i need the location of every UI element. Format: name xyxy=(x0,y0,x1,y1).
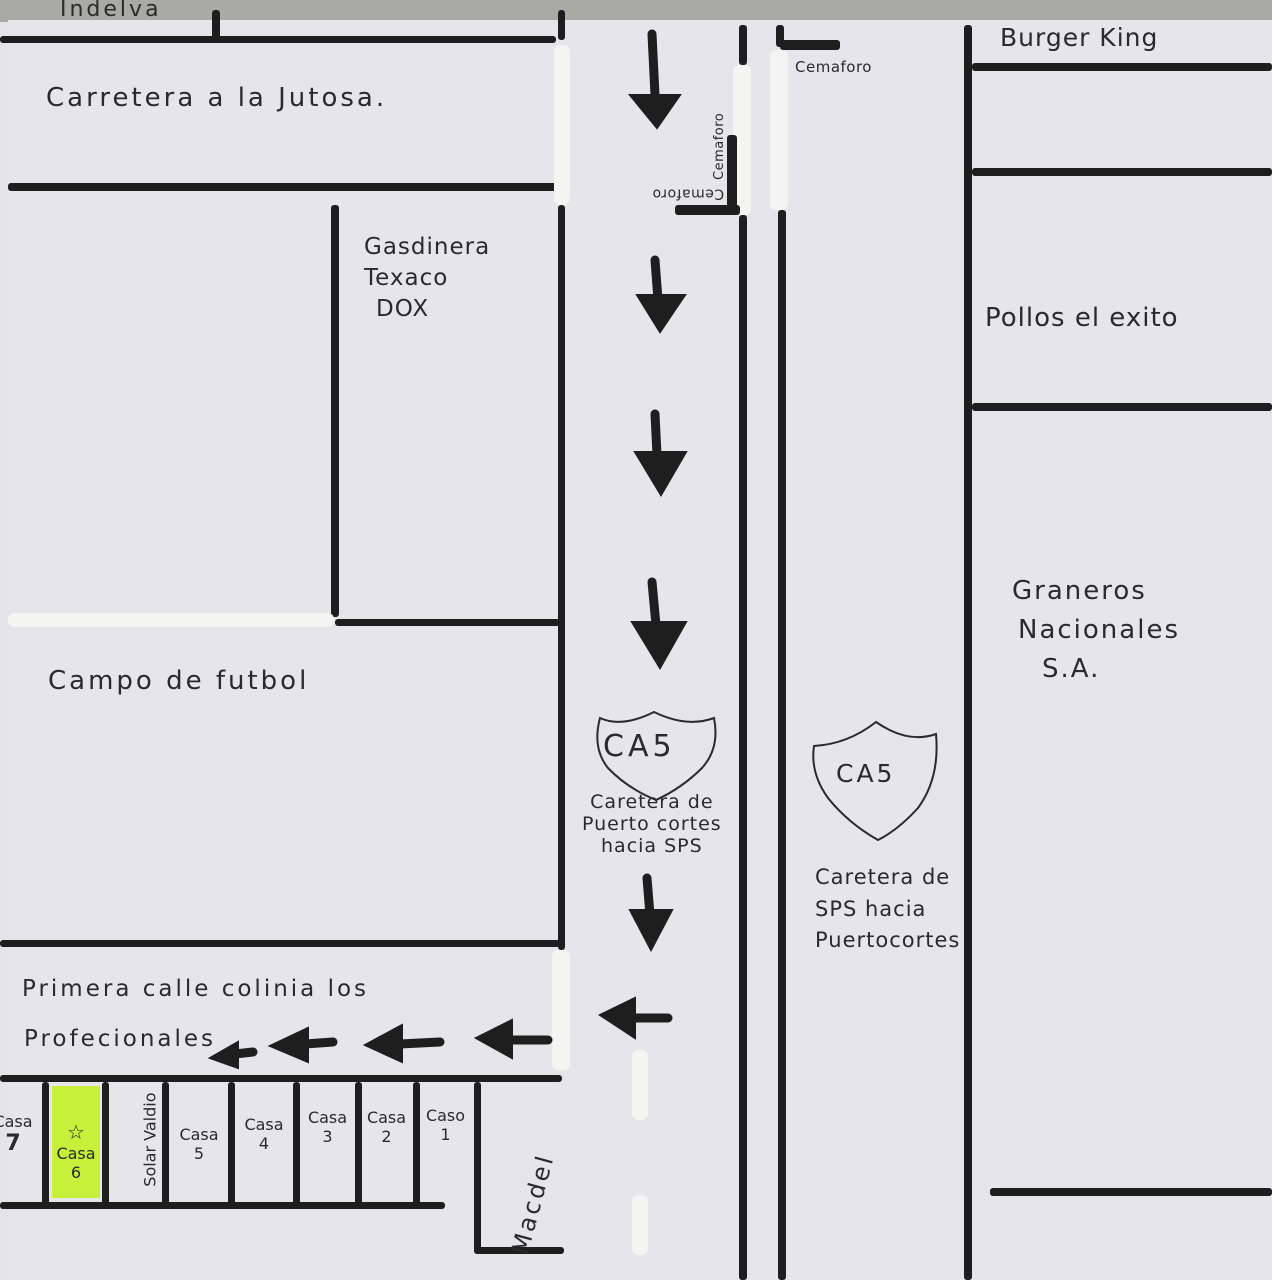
house-solar-valdio: Solar Valdio xyxy=(140,1080,159,1200)
road-north-line: SPS hacia xyxy=(815,896,927,921)
house-number: 7 xyxy=(5,1131,21,1157)
label-burger-king: Burger King xyxy=(1000,23,1159,52)
house-name: Solar Valdio xyxy=(140,1092,160,1187)
house-casa-7: Casa 7 xyxy=(0,1112,38,1158)
label-profesionales: Profecionales xyxy=(24,1026,217,1052)
label-pollos-el-exito: Pollos el exito xyxy=(985,303,1179,333)
ca5-shield-left xyxy=(596,710,717,802)
arrow-left-icon xyxy=(267,1026,338,1064)
gasolinera-line: DOX xyxy=(376,296,430,323)
house-number: 4 xyxy=(258,1134,270,1154)
star-icon: ☆ xyxy=(67,1120,85,1144)
ca5-label-left: CA5 xyxy=(603,729,676,764)
arrow-left-icon xyxy=(597,996,673,1040)
house-casa-6: ☆ Casa 6 xyxy=(52,1120,100,1182)
road-south-line: hacia SPS xyxy=(601,834,703,857)
arrow-down-icon xyxy=(628,873,674,953)
graneros-line: Graneros xyxy=(1012,576,1147,606)
house-number: 3 xyxy=(322,1127,333,1147)
label-gasolinera: Gasdinera Texaco DOX xyxy=(364,232,490,325)
background-fabric xyxy=(0,0,1272,22)
house-casa-4: Casa 4 xyxy=(235,1115,293,1153)
house-casa-1: Caso 1 xyxy=(418,1106,473,1144)
arrow-down-icon xyxy=(635,255,687,334)
label-road-south: Caretera de Puerto cortes hacia SPS xyxy=(582,791,722,858)
label-semaforo-top: Cemaforo xyxy=(795,58,872,76)
house-casa-3: Casa 3 xyxy=(300,1108,355,1146)
house-name: Casa xyxy=(366,1108,407,1127)
house-number: 2 xyxy=(381,1127,392,1147)
label-campo-futbol: Campo de futbol xyxy=(48,666,310,696)
label-primera-calle: Primera calle colinia los xyxy=(22,976,370,1002)
house-casa-5: Casa 5 xyxy=(170,1125,228,1163)
highlighted-house xyxy=(52,1086,100,1198)
gasolinera-line: Texaco xyxy=(364,265,449,292)
arrow-left-icon xyxy=(473,1018,553,1060)
label-semaforo-vertical: Cemaforo xyxy=(712,112,727,180)
house-number: 6 xyxy=(70,1163,82,1183)
graneros-line: S.A. xyxy=(1042,654,1101,684)
label-semaforo-left: Cemaforo xyxy=(652,185,725,202)
house-casa-2: Casa 2 xyxy=(360,1108,413,1146)
arrow-left-icon xyxy=(207,1040,258,1070)
house-number: 1 xyxy=(440,1125,451,1145)
house-name: Casa xyxy=(244,1115,284,1134)
arrow-down-icon xyxy=(627,29,682,130)
label-carretera-jutosa: Carretera a la Jutosa. xyxy=(46,83,388,113)
house-name: Casa xyxy=(307,1108,348,1127)
house-name: Casa xyxy=(0,1112,33,1131)
graneros-line: Nacionales xyxy=(1018,615,1180,645)
house-name: Casa xyxy=(179,1125,219,1144)
road-south-line: Puerto cortes xyxy=(582,812,722,835)
road-north-line: Caretera de xyxy=(815,865,951,889)
road-north-line: Puertocortes xyxy=(815,928,961,952)
house-name: Casa xyxy=(56,1144,96,1163)
arrow-down-icon xyxy=(630,577,688,670)
road-south-line: Caretera de xyxy=(590,791,714,813)
house-name: Caso xyxy=(425,1106,466,1125)
arrow-down-icon xyxy=(633,409,688,497)
ca5-shield-right xyxy=(812,720,938,842)
arrow-left-icon xyxy=(362,1023,445,1064)
ca5-label-right: CA5 xyxy=(836,759,896,788)
house-number: 5 xyxy=(193,1144,205,1164)
label-graneros: Graneros Nacionales S.A. xyxy=(1012,572,1180,689)
gasolinera-line: Gasdinera xyxy=(364,234,491,260)
label-road-north: Caretera de SPS hacia Puertocortes xyxy=(815,862,960,957)
label-indelva: Indelva xyxy=(60,0,162,22)
